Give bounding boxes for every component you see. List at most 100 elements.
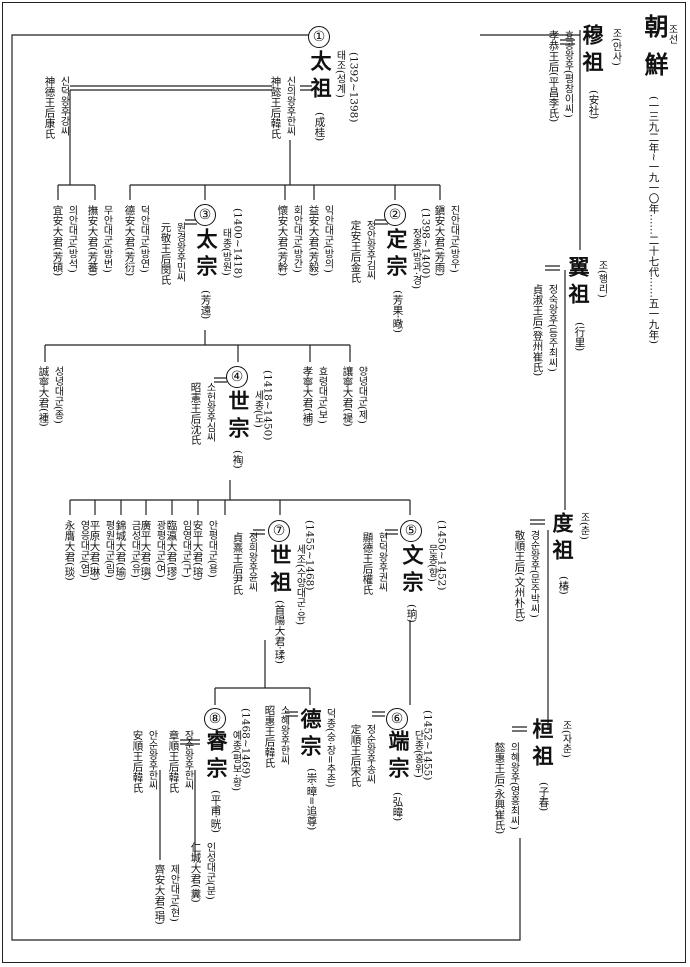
title-hanja: 朝鮮 xyxy=(640,14,669,90)
king-yejong-hanja: 睿宗 xyxy=(204,730,229,784)
prince-imyeong: 臨瀛大君(璆) xyxy=(165,520,178,581)
ancestor-ikjo-hanja: 翼祖 xyxy=(566,256,591,310)
king-danjong-years: (1452~1455) xyxy=(421,710,434,781)
ancestor-hwanjo-alias: (子春) xyxy=(537,782,550,812)
ancestor-hwanjo-queen-hangul: 의혜왕후(영흥최씨) xyxy=(508,742,519,830)
line-marriage-ticks xyxy=(180,39,575,745)
prince-hyoryeong-hangul: 효령대군(보) xyxy=(316,366,327,424)
queen-taejo-2-hangul: 신덕왕후강씨 xyxy=(58,76,69,136)
king-taejo-hanja: 太祖 xyxy=(308,50,333,104)
prince-anpyeong-hangul: 안평대군(용) xyxy=(206,520,217,578)
prince-uian: 宜安大君(芳碩) xyxy=(51,205,64,277)
king-danjong-alias: (弘暐) xyxy=(391,792,404,822)
queen-taejo-2: 神德王后康氏 xyxy=(43,76,56,139)
queen-munjong: 顯德王后權氏 xyxy=(361,532,374,595)
king-sejo-years: (1455~1468) xyxy=(303,520,316,591)
king-yejong-alias: (平甫·晄) xyxy=(209,790,222,834)
ancestor-mokjo-alias: (安社) xyxy=(587,90,600,120)
king-munjong-alias: (珦) xyxy=(405,604,418,623)
king-danjong-hanja: 端宗 xyxy=(386,730,411,784)
queen-sejo-hangul: 정희왕후윤씨 xyxy=(246,532,257,592)
prince-gwangpyeong: 廣平大君(璵) xyxy=(139,520,152,581)
queen-jeongjong: 定安王后金氏 xyxy=(349,220,362,283)
queen-taejong: 元敬王后閔氏 xyxy=(159,222,172,285)
prince-pyeongwon-hangul: 평원대군(림) xyxy=(103,520,114,578)
king-number-2: ② xyxy=(384,204,406,226)
ancestor-mokjo-hanja: 穆祖 xyxy=(580,24,605,78)
ancestor-hwanjo-queen: 懿惠王后(永興崔氏) xyxy=(493,742,506,835)
prince-imyeong-hangul: 임영대군(구) xyxy=(180,520,191,578)
king-taejo-alias: (成桂) xyxy=(313,112,326,142)
prince-yangnyeong-hangul: 양녕대군(제) xyxy=(356,366,367,424)
king-danjong-hangul: 단종(홍위) xyxy=(412,730,423,778)
queen-sejong-hangul: 소헌왕후심씨 xyxy=(204,382,215,442)
queen-sejong: 昭憲王后沈氏 xyxy=(189,382,202,445)
ancestor-mokjo-queen-hangul: 효공왕후(평창이씨) xyxy=(562,30,573,118)
prince-jinan-hangul: 진안대군(방우) xyxy=(448,205,459,273)
king-sejong-years: (1418~1450) xyxy=(261,370,274,441)
prince-inseong: 仁城大君(糞) xyxy=(189,842,202,903)
prince-pyeongwon: 平原大君(琳) xyxy=(88,520,101,581)
king-munjong-hanja: 文宗 xyxy=(400,544,425,598)
prince-deokan-hangul: 덕안대군(방연) xyxy=(138,205,149,273)
ancestor-ikjo-queen-hangul: 정숙왕후(등주최씨) xyxy=(546,284,557,372)
king-sejo-hanja: 世祖 xyxy=(268,544,293,598)
queen-yejong-1-hangul: 장순왕후한씨 xyxy=(182,730,193,790)
prince-inseong-hangul: 인성대군(분) xyxy=(204,842,215,900)
title-hangul: 조선 xyxy=(666,24,677,44)
prince-yeongeung-hangul: 영응대군(염) xyxy=(78,520,89,578)
ancestor-dojo-hangul: 조(춘) xyxy=(578,512,589,540)
ancestor-dojo-alias: (椿) xyxy=(557,576,570,595)
prince-hoean: 懷安大君(芳幹) xyxy=(276,205,289,277)
prince-muan-hangul: 무안대군(방번) xyxy=(101,205,112,273)
king-number-7: ⑦ xyxy=(268,520,290,542)
king-taejo-hangul: 태조(성계) xyxy=(334,50,345,98)
ancestor-hwanjo-hangul: 조(자춘) xyxy=(560,720,571,758)
ancestor-hwanjo-hanja: 桓祖 xyxy=(530,718,555,772)
line-ancestor-vertical xyxy=(547,30,581,730)
king-number-1: ① xyxy=(308,26,330,48)
ancestor-ikjo-queen: 貞淑王后(登州崔氏) xyxy=(531,284,544,377)
prince-ikan: 益安大君(芳毅) xyxy=(307,205,320,277)
prince-jinan: 鎭安大君(芳雨) xyxy=(433,205,446,277)
prince-geumseong-hangul: 금성대군(유) xyxy=(129,520,140,578)
queen-taejong-hangul: 원경왕후민씨 xyxy=(174,222,185,282)
prince-deokan: 德安大君(芳衍) xyxy=(123,205,136,277)
king-munjong-years: (1450~1452) xyxy=(435,520,448,591)
line-sejo-children xyxy=(214,640,311,705)
prince-ikan-hangul: 익안대군(방의) xyxy=(322,205,333,273)
king-jeongjong-years: (1398~1400) xyxy=(419,208,432,279)
king-sejong-hanja: 世宗 xyxy=(226,390,251,444)
king-sejo-alias: (首陽大君·瑈) xyxy=(273,600,286,665)
king-jeongjong-hanja: 定宗 xyxy=(384,228,409,282)
queen-deokjong: 昭惠王后韓氏 xyxy=(263,705,276,768)
prince-anpyeong: 安平大君(瑢) xyxy=(191,520,204,581)
prince-yeongeung: 永膺大君(琰) xyxy=(63,520,76,581)
king-deokjong-alias: (崇·暲=追尊) xyxy=(305,768,318,831)
king-number-6: ⑥ xyxy=(386,708,408,730)
queen-yejong-2: 安順王后韓氏 xyxy=(131,730,144,793)
prince-jean-hangul: 제안대군(현) xyxy=(168,864,179,922)
line-taejo-marriage xyxy=(70,85,272,91)
queen-taejo-1-hangul: 신의왕후한씨 xyxy=(284,76,295,136)
king-jeongjong-alias: (芳果·曔) xyxy=(391,290,404,334)
king-number-3: ③ xyxy=(194,204,216,226)
king-sejong-alias: (祹) xyxy=(231,450,244,469)
line-taejo-han-children xyxy=(129,140,441,200)
king-sejo-hangul: 세조(수양대군·유) xyxy=(294,544,305,625)
prince-hyoryeong: 孝寧大君(補) xyxy=(301,366,314,427)
prince-gwangpyeong-hangul: 광평대군(여) xyxy=(154,520,165,578)
prince-yangnyeong: 讓寧大君(禔) xyxy=(341,366,354,427)
line-yejong-children xyxy=(159,770,196,860)
line-sejong-children xyxy=(69,480,411,515)
king-number-5: ⑤ xyxy=(400,520,422,542)
queen-danjong-hangul: 정순왕후송씨 xyxy=(364,724,375,784)
prince-geumseong: 錦城大君(瑜) xyxy=(114,520,127,581)
king-sejong-hangul: 세종(도) xyxy=(252,390,263,428)
queen-yejong-2-hangul: 안순왕후한씨 xyxy=(146,730,157,790)
king-number-4: ④ xyxy=(226,366,248,388)
line-hwanjo-to-taejo xyxy=(11,34,521,941)
title-period: (一三九二年~一九一〇年……二十七代……五一九年) xyxy=(647,96,660,344)
queen-taejo-1: 神懿王后韓氏 xyxy=(269,76,282,139)
